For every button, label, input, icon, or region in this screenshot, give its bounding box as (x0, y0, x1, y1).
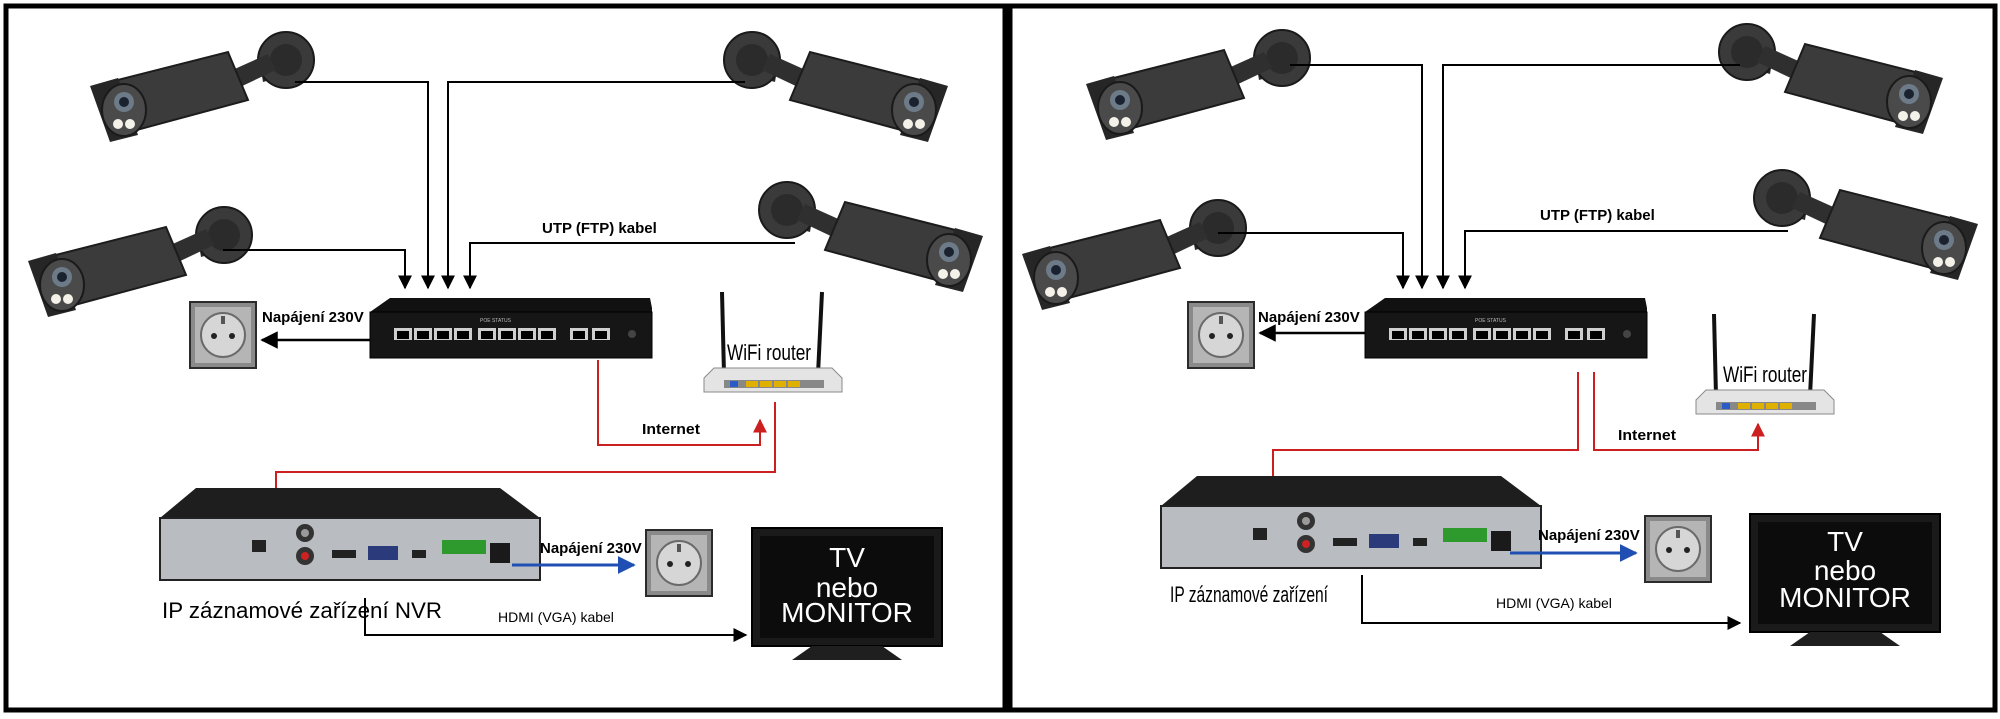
nvr-device (1160, 475, 1542, 569)
hdmi-cable-label: HDMI (VGA) kabel (1496, 595, 1612, 611)
panel-left: UTP (FTP) kabel Napájení 230V WiFi route… (3, 3, 1008, 713)
utp-cable-label: UTP (FTP) kabel (542, 220, 657, 237)
power-socket-icon (189, 301, 257, 369)
cable-internet (1593, 372, 1765, 451)
internet-label: Internet (642, 421, 700, 438)
nvr-device (159, 487, 541, 581)
panel-right: UTP (FTP) kabel Napájení 230V WiFi route… (1007, 3, 1998, 713)
power-socket-icon (1187, 301, 1255, 369)
tv-line-1: TV (829, 542, 865, 573)
cable-camera-2 (1436, 64, 1740, 290)
cable-internet (597, 360, 767, 446)
tv-line-3: MONITOR (1779, 582, 1911, 613)
nvr-label: IP záznamové zařízení NVR (162, 598, 442, 623)
cable-camera-3 (223, 249, 412, 290)
tv-line-2: nebo (816, 572, 878, 603)
cable-camera-2 (441, 81, 745, 290)
power-switch-label: Napájení 230V (1258, 309, 1360, 326)
wifi-router-label: WiFi router (1723, 362, 1807, 387)
wifi-router-label: WiFi router (727, 340, 811, 365)
power-socket-icon (645, 529, 713, 597)
cable-camera-4 (463, 242, 795, 290)
power-nvr-label: Napájení 230V (540, 540, 642, 557)
cable-hdmi (364, 598, 748, 642)
hdmi-cable-label: HDMI (VGA) kabel (498, 609, 614, 625)
power-switch-label: Napájení 230V (262, 309, 364, 326)
cable-camera-4 (1458, 230, 1788, 290)
nvr-label: IP záznamové zařízení (1170, 582, 1328, 607)
cable-camera-3 (1218, 232, 1410, 290)
poe-switch (1364, 297, 1648, 359)
power-socket-icon (1644, 515, 1712, 583)
tv-line-1: TV (1827, 526, 1863, 557)
poe-switch (369, 297, 653, 359)
internet-label: Internet (1618, 427, 1676, 444)
cable-camera-1 (1290, 64, 1429, 290)
cable-camera-1 (295, 81, 435, 290)
cable-hdmi (1361, 575, 1742, 630)
utp-cable-label: UTP (FTP) kabel (1540, 207, 1655, 224)
tv-line-2: nebo (1814, 555, 1876, 586)
tv-line-3: MONITOR (781, 597, 913, 628)
power-nvr-label: Napájení 230V (1538, 527, 1640, 544)
